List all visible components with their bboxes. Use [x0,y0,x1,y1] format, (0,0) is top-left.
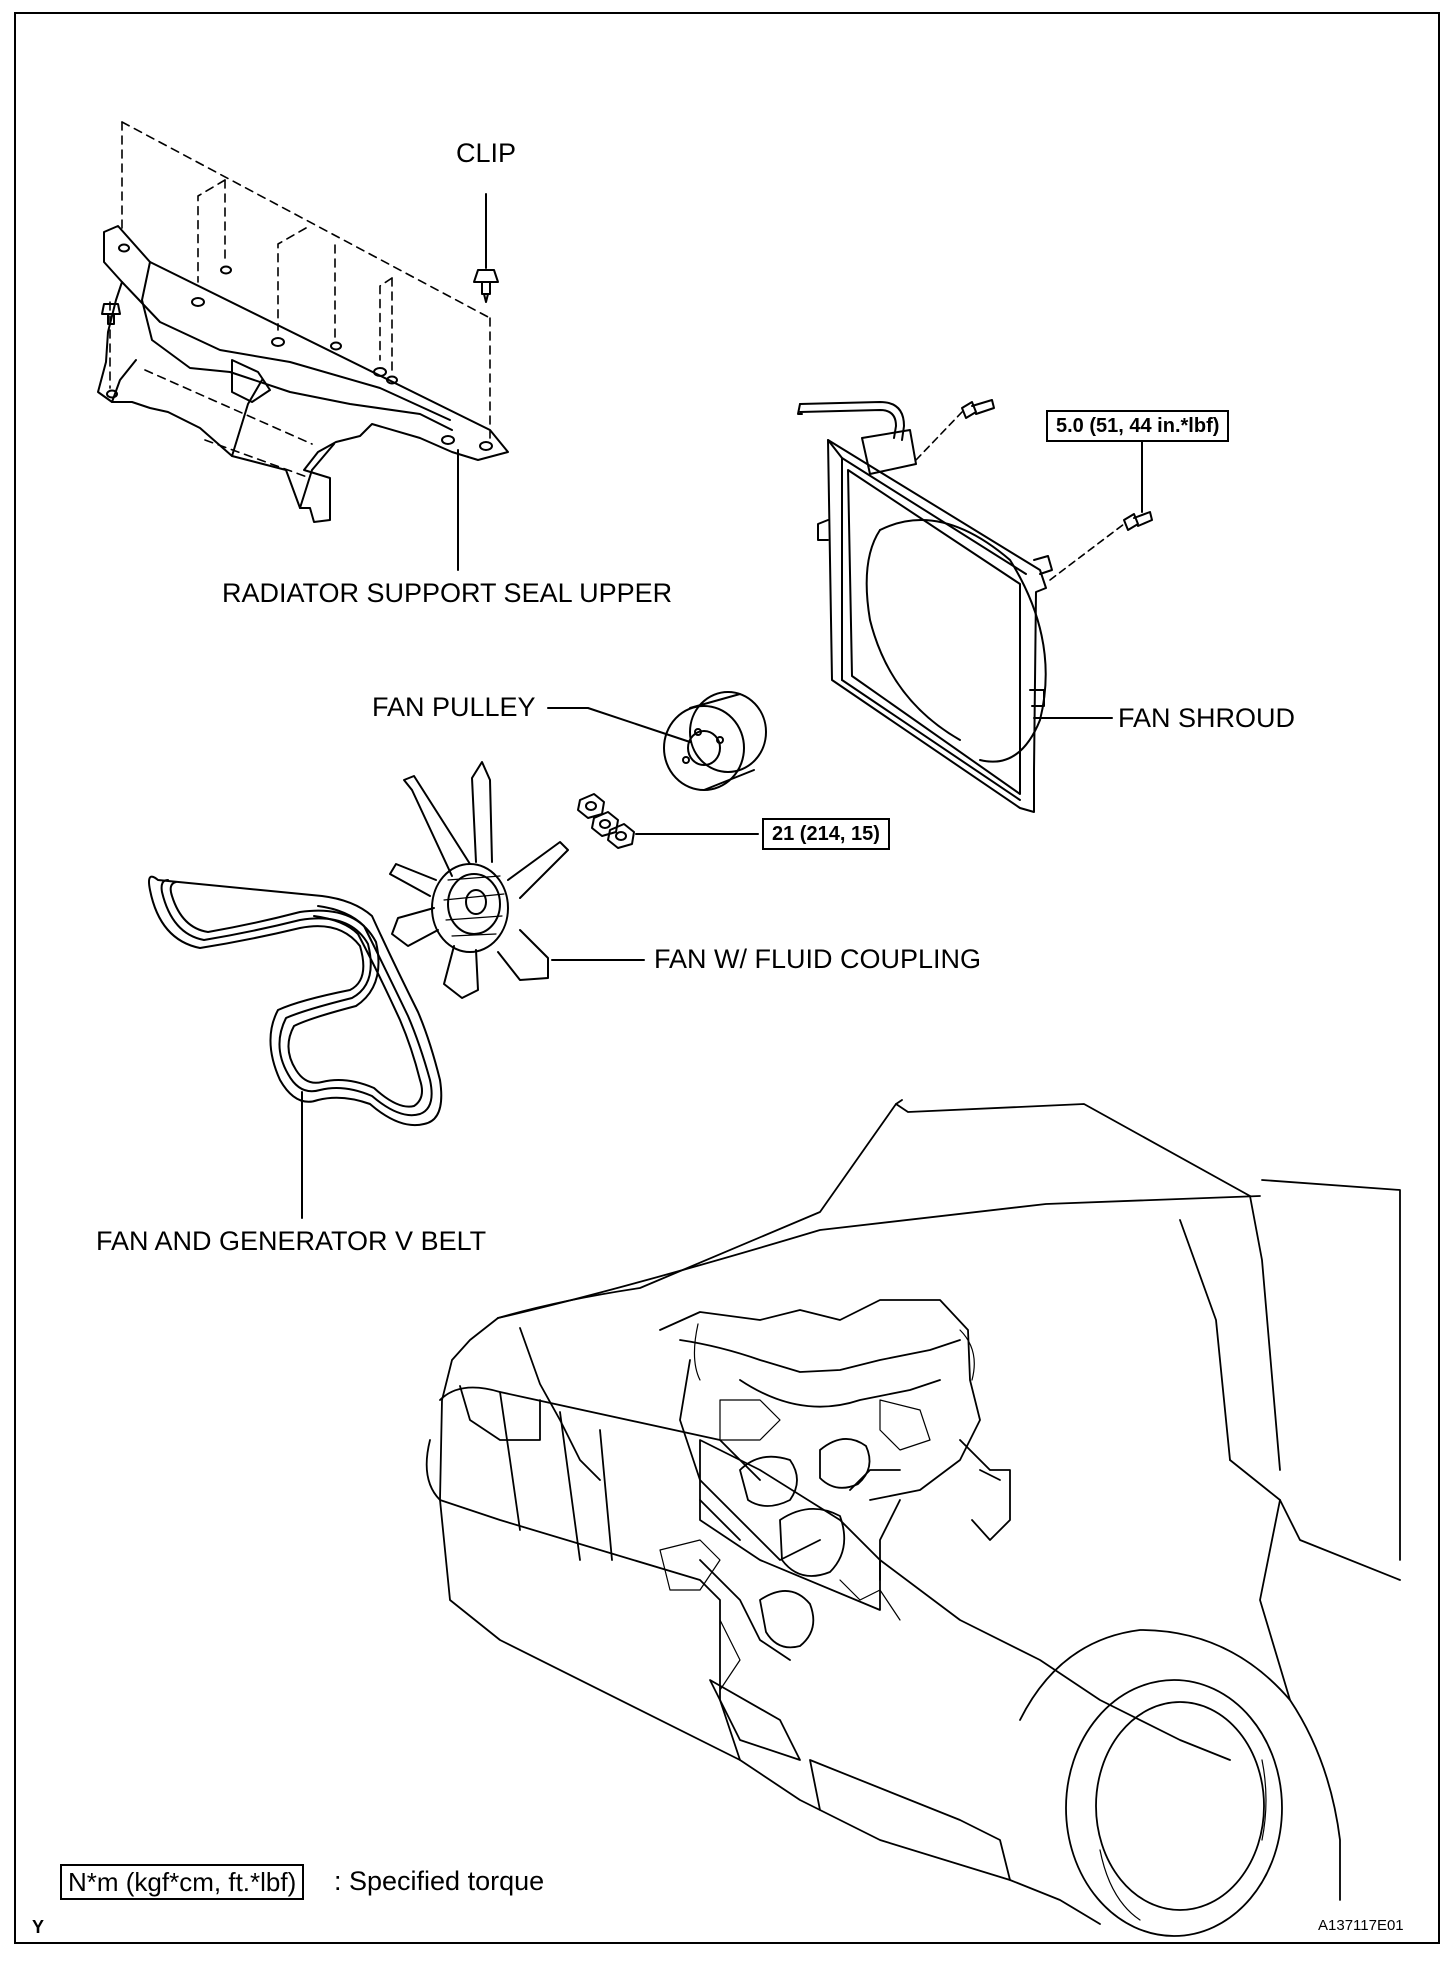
fan-shroud-label: FAN SHROUD [1118,703,1296,733]
diagram-sheet [14,12,1440,1944]
clip-icon [101,303,121,325]
fan-shroud [797,401,1053,813]
nut-icon [591,811,619,837]
shroud-bolt-dashes [915,411,1125,581]
pulley-icon [663,691,767,791]
fan-pulley-leader [547,707,691,743]
torque-legend-description: : Specified torque [334,1866,545,1896]
fan-pulley-label: FAN PULLEY [372,692,536,722]
fan-nut-torque-box: 21 (214, 15) [762,818,890,850]
clip-icon [473,269,499,303]
belt-icon [148,875,443,1126]
corner-mark: Y [32,1917,45,1937]
bolt-icon [961,399,995,419]
shroud-bolt-torque-box: 5.0 (51, 44 in.*lbf) [1046,410,1230,442]
fan-generator-v-belt-label: FAN AND GENERATOR V BELT [96,1226,487,1256]
nut-icon [607,823,635,849]
fan-fluid-coupling-label: FAN W/ FLUID COUPLING [654,944,982,974]
figure-id: A137117E01 [1318,1917,1404,1934]
vehicle-icon [425,1099,1401,1937]
bolt-icon [1123,511,1153,531]
clip-label: CLIP [456,138,517,168]
fan-icon [389,761,569,999]
radiator-support-seal-upper-label: RADIATOR SUPPORT SEAL UPPER [222,578,673,608]
torque-unit-legend-box: N*m (kgf*cm, ft.*lbf) [60,1864,305,1900]
radiator-support-seal-upper [97,121,509,523]
